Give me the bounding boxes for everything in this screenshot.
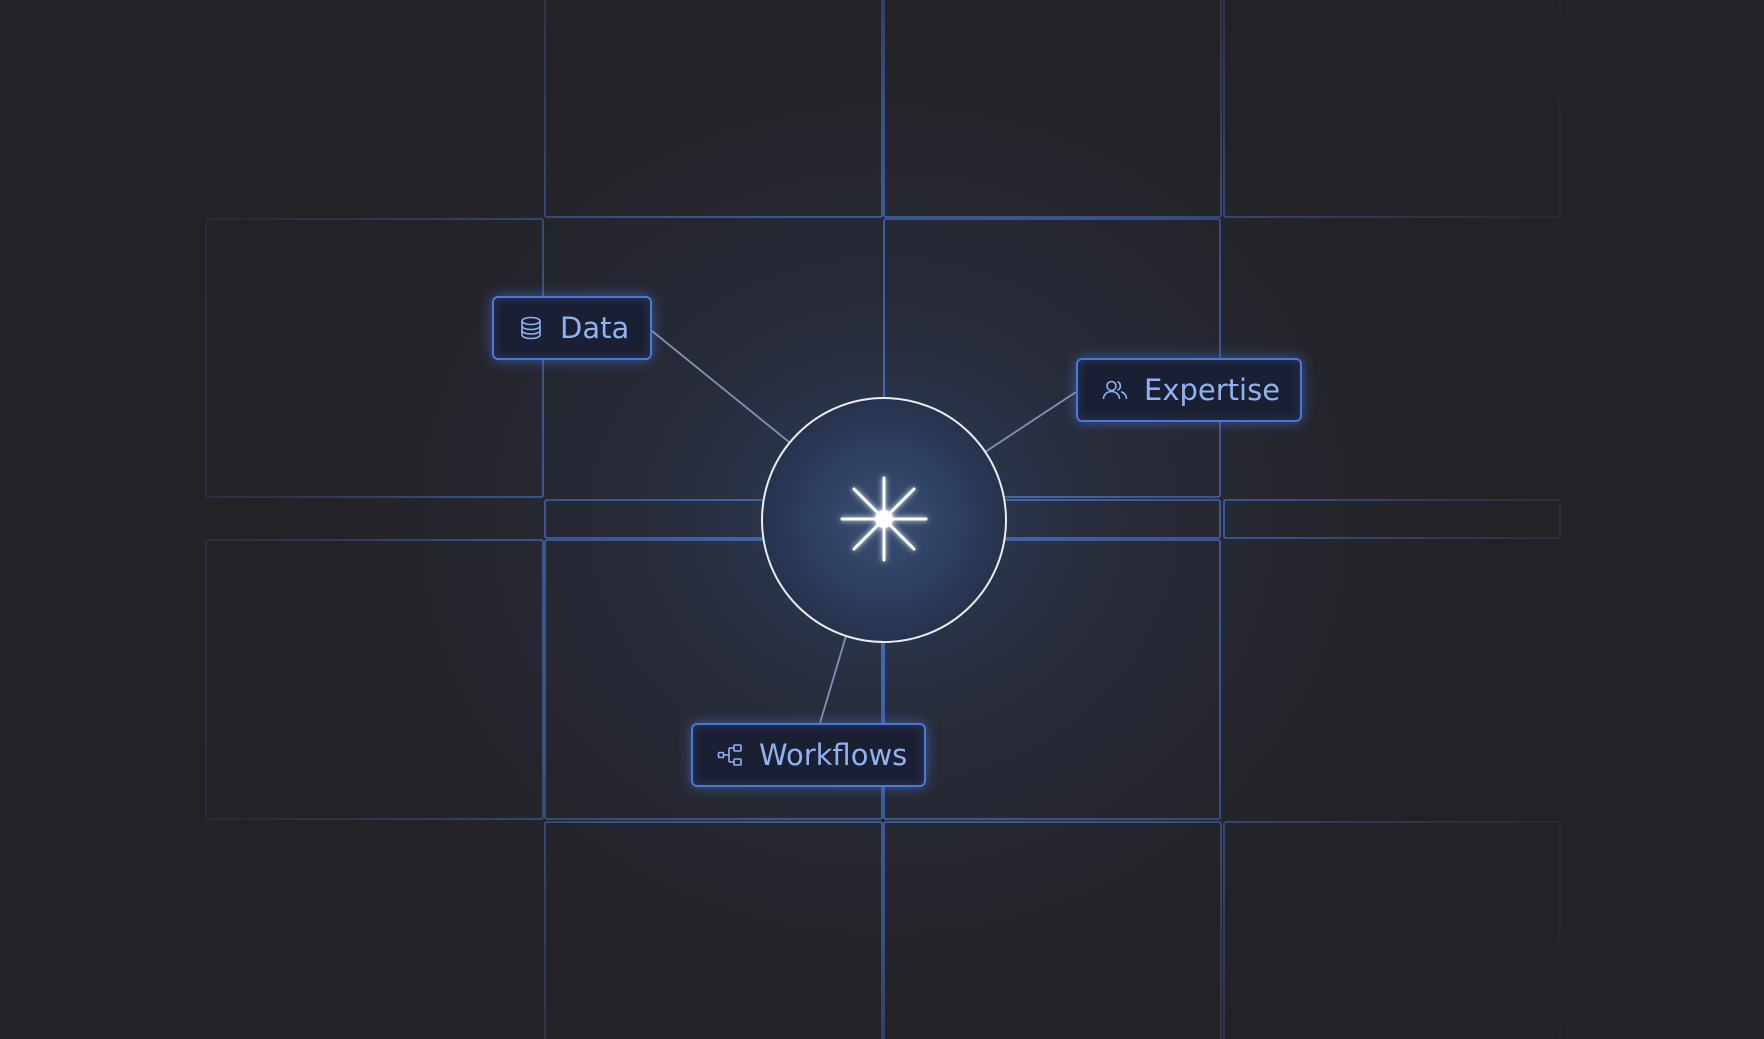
grid-tile xyxy=(205,539,544,820)
grid-tile xyxy=(1223,499,1561,539)
node-workflows[interactable]: Workflows xyxy=(691,723,926,787)
grid-tile xyxy=(883,0,1222,218)
connectors xyxy=(651,330,1077,724)
database-icon xyxy=(518,315,544,341)
sparkle-star-icon xyxy=(840,476,928,562)
node-expertise[interactable]: Expertise xyxy=(1076,358,1302,422)
grid-tiles xyxy=(205,0,1561,1039)
grid-tile xyxy=(544,0,883,218)
workflow-icon xyxy=(717,742,743,768)
node-data[interactable]: Data xyxy=(492,296,652,360)
grid-tile xyxy=(883,821,1222,1039)
node-label: Data xyxy=(560,311,630,345)
grid-tile xyxy=(544,539,883,820)
connector-workflows xyxy=(819,635,847,724)
grid-tile xyxy=(544,821,883,1039)
grid-tile xyxy=(883,539,1221,820)
grid-tile xyxy=(1223,821,1561,1039)
connector-data xyxy=(651,330,790,443)
users-icon xyxy=(1102,377,1128,403)
node-label: Workflows xyxy=(759,738,908,772)
connector-expertise xyxy=(984,391,1077,453)
grid-tile xyxy=(205,218,544,498)
node-label: Expertise xyxy=(1144,373,1281,407)
grid-tile xyxy=(1223,0,1561,218)
